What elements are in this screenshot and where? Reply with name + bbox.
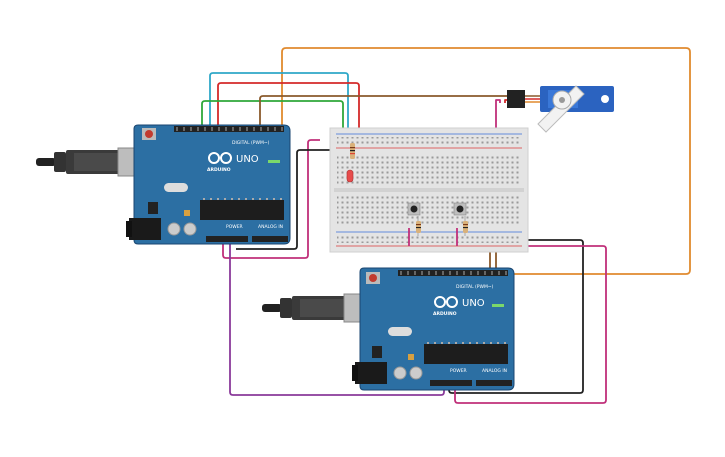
- wire-black-right[interactable]: [448, 239, 584, 394]
- board-name: UNO: [462, 298, 485, 309]
- wire-purple-bottom[interactable]: [229, 240, 445, 396]
- atmega-chip: [424, 344, 508, 364]
- capacitor: [393, 366, 407, 380]
- resistor-led[interactable]: [350, 143, 355, 159]
- crystal: [164, 183, 188, 192]
- digital-label: DIGITAL (PWM~): [232, 140, 270, 146]
- usb-plug: [280, 298, 292, 318]
- crystal: [388, 327, 412, 336]
- servo-horn-icon: [537, 85, 585, 133]
- resistor-btn-1[interactable]: [408, 216, 421, 246]
- wire-black-gnd[interactable]: [236, 149, 330, 250]
- capacitor: [183, 222, 197, 236]
- usb-plug: [54, 152, 66, 172]
- capacitor: [167, 222, 181, 236]
- wire-cyan[interactable]: [209, 72, 349, 150]
- analog-label: ANALOG IN: [258, 224, 283, 230]
- breadboard-holes-top: [337, 155, 521, 185]
- arduino-logo-icon: [208, 152, 232, 164]
- power-header: [206, 236, 248, 242]
- breadboard-rail-bottom: [337, 235, 521, 243]
- led[interactable]: [346, 169, 354, 183]
- power-label: POWER: [450, 368, 467, 374]
- analog-label: ANALOG IN: [482, 368, 507, 374]
- pushbutton-1[interactable]: [407, 202, 421, 216]
- power-jack: [129, 218, 161, 240]
- power-header: [430, 380, 472, 386]
- analog-header: [476, 380, 512, 386]
- digital-header: [398, 270, 508, 276]
- resistor-btn-2[interactable]: [456, 216, 468, 246]
- wire-red[interactable]: [217, 82, 360, 150]
- power-jack: [355, 362, 387, 384]
- breadboard-holes-bottom: [337, 196, 521, 226]
- breadboard-rail-top: [337, 137, 521, 145]
- power-label: POWER: [226, 224, 243, 230]
- breadboard[interactable]: [329, 127, 529, 253]
- wire-magenta-right[interactable]: [454, 245, 607, 404]
- led-icon: [346, 169, 354, 183]
- capacitor: [409, 366, 423, 380]
- arduino-board-bottom[interactable]: DIGITAL (PWM~) UNO ARDUINO POWER ANALOG …: [262, 267, 515, 391]
- pushbutton-2[interactable]: [453, 202, 467, 216]
- board-brand: ARDUINO: [433, 311, 457, 317]
- servo-motor[interactable]: [507, 85, 614, 133]
- digital-label: DIGITAL (PWM~): [456, 284, 494, 290]
- analog-header: [252, 236, 288, 242]
- board-name: UNO: [236, 154, 259, 165]
- board-brand: ARDUINO: [207, 167, 231, 173]
- wire-orange[interactable]: [281, 47, 691, 275]
- wire-magenta-servo[interactable]: [495, 99, 501, 140]
- atmega-chip: [200, 200, 284, 220]
- servo-connector: [507, 90, 525, 108]
- usb-cable: [262, 304, 282, 312]
- digital-header: [174, 126, 284, 132]
- wire-brown-servo[interactable]: [259, 95, 510, 130]
- arduino-board-top[interactable]: DIGITAL (PWM~) UNO ARDUINO POWER ANALOG …: [36, 124, 291, 245]
- usb-cable: [36, 158, 56, 166]
- wire-magenta-gnd[interactable]: [222, 139, 320, 259]
- arduino-logo-icon: [434, 296, 458, 308]
- wire-green[interactable]: [201, 100, 344, 150]
